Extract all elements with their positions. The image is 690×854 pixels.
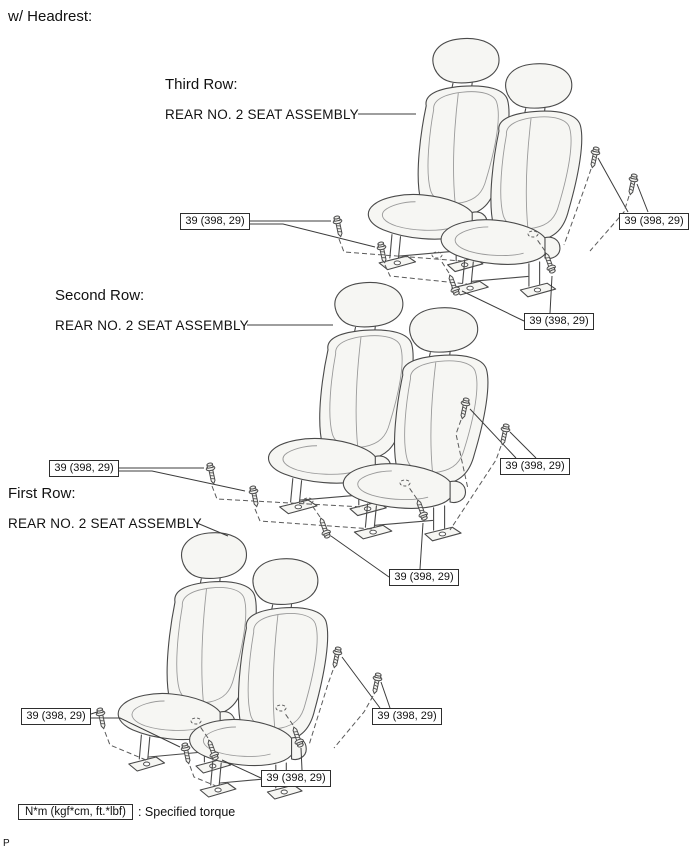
leader-lines (91, 657, 390, 778)
torque-callout: 39 (398, 29) (372, 708, 442, 725)
leader-lines (250, 158, 648, 321)
torque-unit-box: N*m (kgf*cm, ft.*lbf) (18, 804, 133, 820)
torque-callout: 39 (398, 29) (389, 569, 459, 586)
bolt-icon (445, 273, 462, 297)
bolt-axis-dashed-lines (105, 670, 373, 786)
torque-legend-text: : Specified torque (137, 805, 236, 819)
second-row-label: Second Row: (55, 287, 145, 304)
first-row-label: First Row: (8, 485, 76, 502)
third-row-assembly-label: REAR NO. 2 SEAT ASSEMBLY (165, 107, 359, 122)
seat-illustration-first-row (118, 533, 327, 799)
torque-callout: 39 (398, 29) (261, 770, 331, 787)
bolt-icon (375, 240, 390, 265)
torque-callout: 39 (398, 29) (619, 213, 689, 230)
first-row-assembly-label: REAR NO. 2 SEAT ASSEMBLY (8, 516, 202, 531)
torque-callout: 39 (398, 29) (500, 458, 570, 475)
third-row-label: Third Row: (165, 76, 238, 93)
page-marker: P (3, 838, 10, 849)
third-row-figure (250, 38, 648, 321)
bolt-axis-dashed-lines (212, 420, 501, 530)
bolt-icon (247, 484, 262, 509)
bolt-icon (204, 461, 219, 486)
page-title: w/ Headrest: (8, 8, 93, 25)
leader-lines (119, 409, 536, 577)
bolt-icon (331, 214, 346, 239)
bolt-axis-dashed-lines (339, 169, 629, 284)
second-row-assembly-label: REAR NO. 2 SEAT ASSEMBLY (55, 318, 249, 333)
bolt-icon (316, 516, 333, 540)
torque-legend: N*m (kgf*cm, ft.*lbf) : Specified torque (18, 804, 235, 820)
bolt-icon (497, 422, 512, 447)
torque-callout: 39 (398, 29) (21, 708, 91, 725)
torque-callout: 39 (398, 29) (180, 213, 250, 230)
bolt-icon (329, 645, 344, 670)
first-row-figure (91, 523, 390, 799)
torque-callout: 39 (398, 29) (49, 460, 119, 477)
bolt-icon (587, 145, 602, 170)
torque-callout: 39 (398, 29) (524, 313, 594, 330)
assembly-label-leader-line (197, 523, 228, 536)
second-row-figure (119, 282, 536, 577)
seat-illustration-second-row (269, 282, 488, 540)
